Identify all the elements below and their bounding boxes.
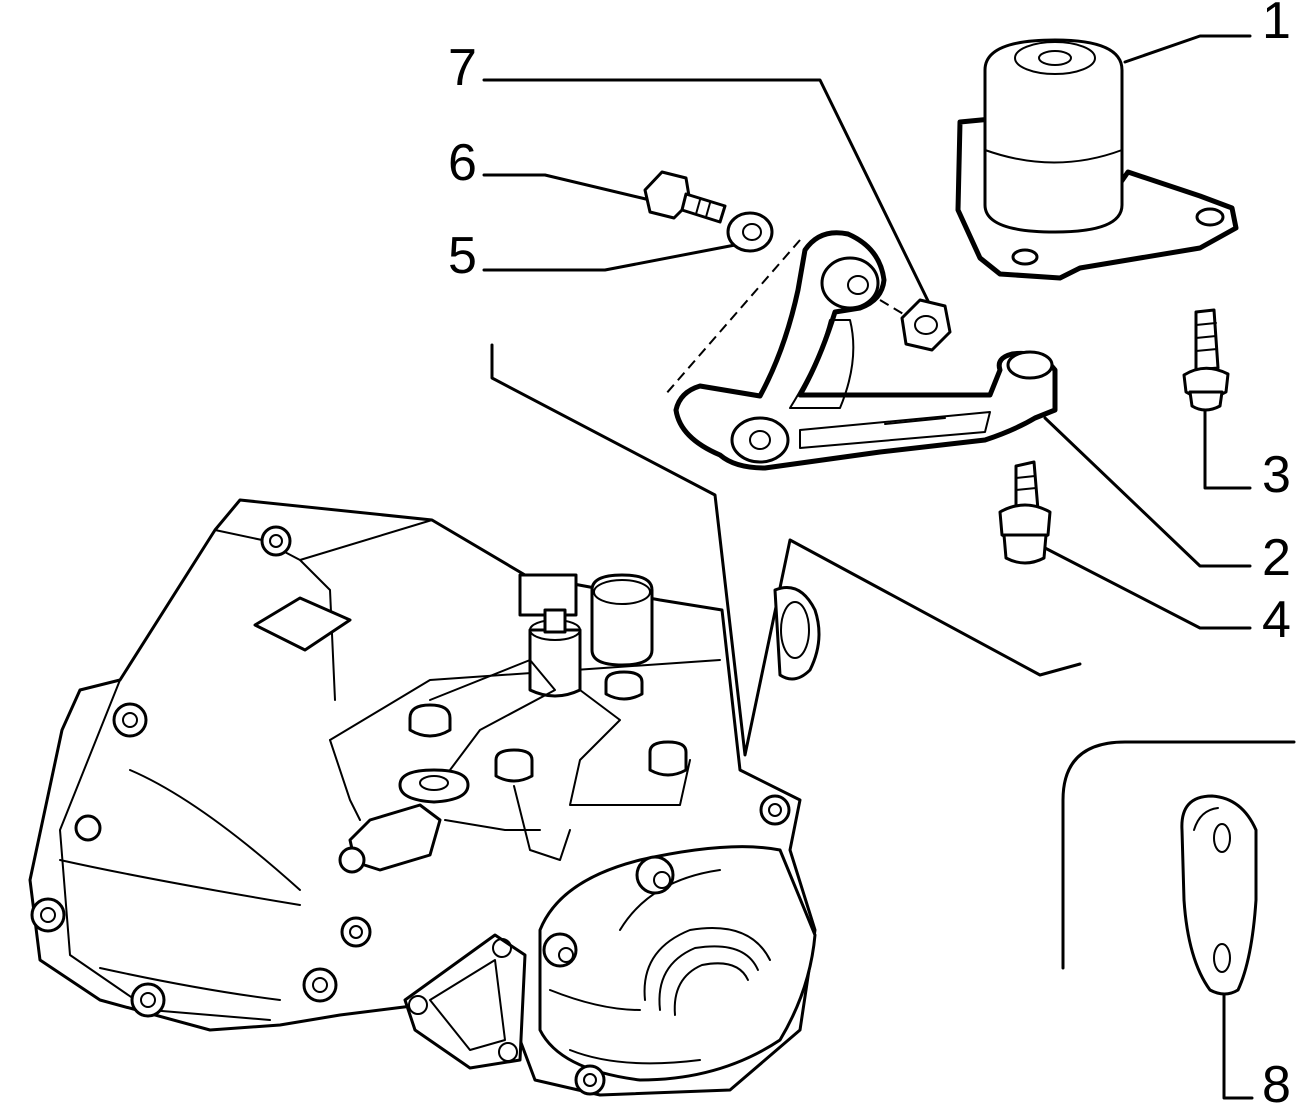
- callout-4: 4: [1262, 591, 1291, 649]
- bolt-part-6: [643, 170, 727, 224]
- callout-2: 2: [1262, 529, 1291, 587]
- engine-mount-part-1: [955, 38, 1239, 281]
- callout-1: 1: [1262, 0, 1291, 50]
- stud-bolt-part-3: [1182, 308, 1230, 412]
- bracket-part-2: [664, 230, 1058, 471]
- callout-5: 5: [448, 227, 477, 285]
- inset-frame: [1061, 740, 1296, 970]
- callout-7: 7: [448, 39, 477, 97]
- callout-8: 8: [1262, 1056, 1291, 1106]
- callout-3: 3: [1262, 446, 1291, 504]
- detail-pointer-outline: [490, 343, 1082, 757]
- washer-part-5: [726, 211, 774, 253]
- nut-part-7: [900, 298, 952, 352]
- leader-lines: [482, 34, 1254, 1100]
- gearbox-assembly: [28, 498, 821, 1097]
- plate-part-8: [1180, 794, 1258, 996]
- stud-bolt-part-4: [998, 460, 1052, 565]
- callout-6: 6: [448, 134, 477, 192]
